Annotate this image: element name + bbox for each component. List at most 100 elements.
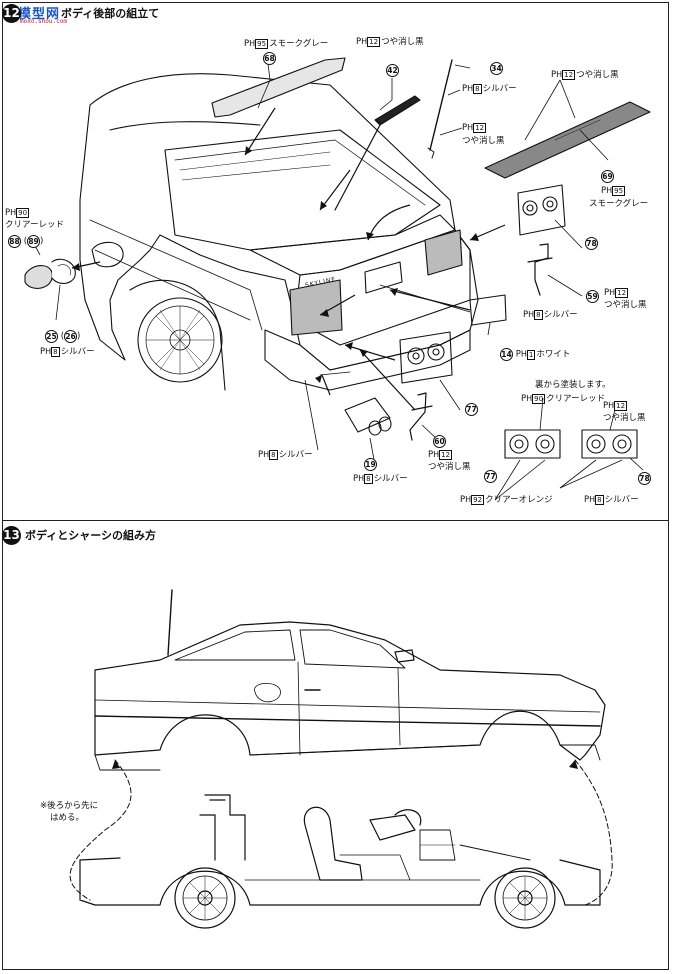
section-12-number: 12 bbox=[2, 3, 21, 23]
note-line-2: はめる。 bbox=[50, 813, 85, 823]
label-88-89: 88 (89) bbox=[8, 235, 44, 248]
ph-prefix: P bbox=[244, 39, 250, 49]
label-60-paint: つや消し黒 bbox=[428, 462, 471, 472]
paint-code: 12 bbox=[614, 401, 628, 411]
part-14-number: 14 bbox=[500, 348, 513, 361]
paint-code: 8 bbox=[364, 474, 373, 484]
part-89-number: 89 bbox=[27, 235, 41, 248]
label-matt: つや消し黒 bbox=[603, 413, 646, 423]
paint-code: 92 bbox=[471, 495, 485, 505]
watermark-url: moxo.shou.com bbox=[20, 18, 67, 25]
ph-prefix: P bbox=[40, 347, 46, 357]
paint-code: 8 bbox=[51, 347, 60, 357]
paint-name: つや消し黒 bbox=[381, 37, 424, 47]
paint-code: 90 bbox=[16, 208, 30, 218]
ph-sub: H bbox=[526, 394, 533, 403]
label-25-26: 25 (26) bbox=[45, 330, 81, 343]
ph-prefix: P bbox=[603, 401, 609, 411]
ph-sub: H bbox=[606, 186, 613, 195]
part-60-number: 60 bbox=[433, 435, 446, 448]
paint-name: シルバー bbox=[278, 450, 313, 460]
ph-prefix: P bbox=[353, 474, 359, 484]
part-34-number: 34 bbox=[490, 62, 503, 75]
ph-sub: H bbox=[358, 474, 365, 483]
paint-code: 8 bbox=[269, 450, 278, 460]
ph-sub: H bbox=[467, 84, 474, 93]
label-69-paint: スモークグレー bbox=[589, 199, 649, 209]
ph-sub: H bbox=[45, 347, 52, 356]
ph-prefix: P bbox=[604, 288, 610, 298]
ph-sub: H bbox=[361, 37, 368, 46]
part-42-number: 42 bbox=[386, 64, 399, 77]
ph-sub: H bbox=[465, 495, 472, 504]
label-88-paint: クリアーレッド bbox=[5, 220, 64, 230]
ph-prefix: P bbox=[258, 450, 264, 460]
ph-prefix: P bbox=[462, 123, 468, 133]
ph-prefix: P bbox=[584, 495, 590, 505]
section-13-title: ボディとシャーシの組み方 bbox=[25, 529, 157, 542]
paint-code: 12 bbox=[562, 70, 576, 80]
ph-sub: H bbox=[556, 70, 563, 79]
ph-sub: H bbox=[249, 39, 256, 48]
paint-name: シルバー bbox=[482, 84, 517, 94]
paint-code: 8 bbox=[595, 495, 604, 505]
part-26-number: 26 bbox=[64, 330, 78, 343]
ph-sub: H bbox=[263, 450, 270, 459]
paint-code: 1 bbox=[526, 349, 536, 360]
ph-prefix: P bbox=[515, 349, 521, 360]
paint-name: クリアーレッド bbox=[546, 394, 606, 404]
part-19-number: 19 bbox=[364, 458, 377, 471]
label-back-note: 裏から塗装します。 bbox=[535, 380, 611, 390]
part-59-number: 59 bbox=[586, 290, 599, 303]
part-68-number: 68 bbox=[263, 52, 276, 65]
note-line-1: ※後ろから先に bbox=[40, 801, 99, 811]
paint-code: 12 bbox=[473, 123, 487, 133]
section-divider bbox=[2, 520, 669, 521]
paint-code: 8 bbox=[473, 84, 482, 94]
label-34-black: つや消し黒 bbox=[462, 136, 505, 146]
part-88-number: 88 bbox=[8, 235, 21, 248]
paint-code: 90 bbox=[532, 394, 546, 404]
part-77-number: 77 bbox=[465, 403, 478, 416]
section-13-number: 13 bbox=[2, 525, 21, 545]
part-69-number: 69 bbox=[601, 170, 614, 183]
paint-name: シルバー bbox=[543, 310, 578, 320]
paint-name: ホワイト bbox=[536, 349, 571, 360]
ph-prefix: P bbox=[428, 450, 434, 460]
ph-sub: H bbox=[609, 288, 616, 297]
ph-sub: H bbox=[10, 208, 17, 217]
section-13-note: ※後ろから先に はめる。 bbox=[40, 800, 98, 824]
ph-sub: H bbox=[608, 401, 615, 410]
ph-sub: H bbox=[528, 310, 535, 319]
paint-name: つや消し黒 bbox=[576, 70, 619, 80]
ph-prefix: P bbox=[5, 208, 11, 218]
part-77b-number: 77 bbox=[484, 470, 497, 483]
paint-code: 95 bbox=[255, 39, 269, 49]
paint-code: 12 bbox=[367, 37, 381, 47]
ph-prefix: P bbox=[523, 310, 529, 320]
part-78b-number: 78 bbox=[638, 472, 651, 485]
paint-name: シルバー bbox=[604, 495, 639, 505]
ph-prefix: P bbox=[521, 394, 527, 404]
paint-code: 12 bbox=[439, 450, 453, 460]
ph-sub: H bbox=[433, 450, 440, 459]
paint-code: 95 bbox=[612, 186, 626, 196]
paint-code: 8 bbox=[534, 310, 543, 320]
ph-sub: H bbox=[589, 495, 596, 504]
ph-prefix: P bbox=[356, 37, 362, 47]
